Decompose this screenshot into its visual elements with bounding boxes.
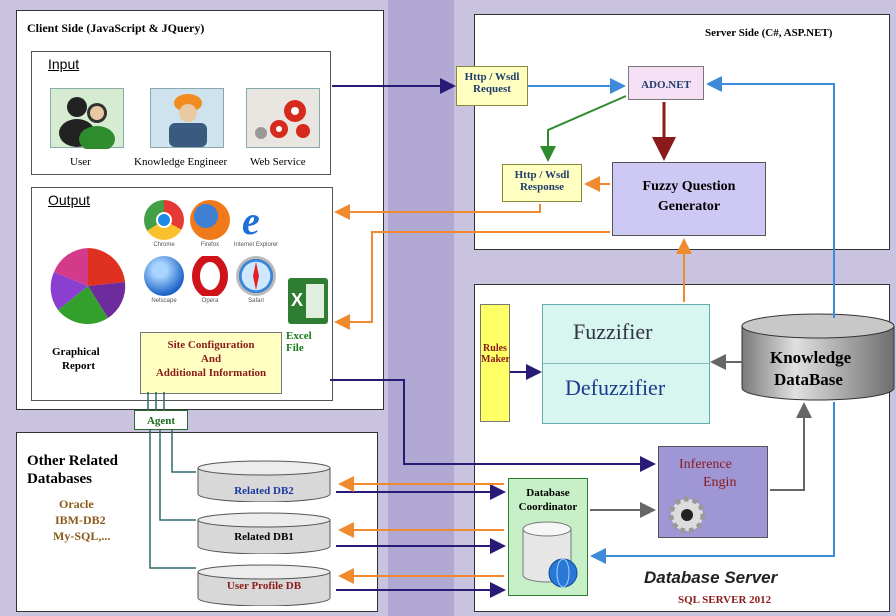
knowledge-engineer-icon — [150, 88, 224, 148]
http-request-line-1: Http / Wsdl — [464, 71, 520, 83]
arrow-response-to-output — [334, 204, 541, 220]
other-db-ibm: IBM-DB2 — [55, 513, 106, 527]
netscape-label: Netscape — [151, 298, 177, 304]
http-response-box: Http / Wsdl Response — [502, 164, 582, 202]
output-panel: Output Graphical Report Chrome Firefox e… — [31, 187, 333, 401]
chrome-label: Chrome — [153, 242, 175, 248]
agent-line-db2 — [171, 430, 196, 473]
fqg-line-1: Fuzzy Question — [642, 179, 736, 194]
kdb-line-2: DataBase — [774, 370, 843, 389]
pie-chart-icon — [50, 248, 126, 325]
arrow-kdb-to-coordinator — [590, 402, 835, 564]
http-request-box: Http / Wsdl Request — [456, 66, 528, 106]
input-user-label: User — [70, 156, 91, 168]
fuzzy-question-generator-box: Fuzzy Question Generator — [612, 162, 766, 236]
kdb-line-1: Knowledge — [770, 348, 852, 367]
gear-icon — [668, 496, 706, 534]
fuzzifier-label: Fuzzifier — [573, 319, 653, 344]
adonet-box: ADO.NET — [628, 66, 704, 100]
opera-icon — [190, 254, 230, 298]
fuzzifier-divider — [543, 363, 709, 364]
safari-icon — [236, 256, 276, 296]
site-config-line-2: And — [200, 353, 222, 365]
graphical-report-label-1: Graphical — [52, 346, 100, 358]
client-side-panel: Client Side (JavaScript & JQuery) Input … — [16, 10, 384, 410]
defuzzifier-label: Defuzzifier — [565, 375, 666, 400]
agent-line-db1 — [159, 430, 196, 521]
related-db1-cylinder — [197, 512, 331, 554]
input-panel: Input User Knowledge Engineer We — [31, 51, 331, 175]
other-databases-title-2: Databases — [27, 471, 93, 487]
related-db2-label: Related DB2 — [234, 485, 294, 497]
web-service-icon — [246, 88, 320, 148]
user-icon — [50, 88, 124, 152]
graphical-report-label-2: Report — [62, 360, 95, 372]
fuzzifier-box: Fuzzifier Defuzzifier — [542, 304, 710, 424]
engineer-glyph — [169, 94, 207, 147]
excel-file-label: Excel File — [286, 330, 312, 354]
http-response-line-1: Http / Wsdl — [514, 169, 570, 181]
http-response-line-2: Response — [519, 181, 564, 193]
rules-maker-line-2: Maker — [481, 354, 510, 365]
knowledge-database-cylinder — [741, 313, 895, 401]
server-side-title: Server Side (C#, ASP.NET) — [705, 27, 833, 39]
agent-line-userdb — [149, 430, 196, 569]
coordinator-line-2: Coordinator — [518, 501, 578, 513]
fqg-line-2: Generator — [657, 199, 721, 214]
http-request-line-2: Request — [473, 83, 511, 95]
input-web-service-label: Web Service — [250, 156, 306, 168]
db-globe-icon — [522, 521, 578, 588]
database-server-subtitle: SQL SERVER 2012 — [678, 594, 772, 606]
site-config-line-3: Additional Information — [155, 367, 267, 379]
svg-text:e: e — [242, 200, 260, 240]
other-databases-title-1: Other Related — [27, 453, 118, 469]
inference-engine-box: Inference Engin — [658, 446, 768, 538]
arrow-inference-to-kdb — [770, 402, 812, 491]
related-db2-cylinder — [197, 460, 331, 502]
output-title: Output — [48, 192, 91, 208]
ie-icon: e — [236, 198, 276, 243]
background-band-middle — [388, 0, 454, 616]
agent-box: Agent — [134, 410, 188, 430]
site-configuration-box: Site Configuration And Additional Inform… — [140, 332, 282, 394]
agent-label: Agent — [146, 415, 176, 427]
agent-line-top — [147, 392, 165, 410]
netscape-icon — [144, 256, 184, 296]
other-db-oracle: Oracle — [59, 497, 94, 511]
other-db-mysql: My-SQL,... — [53, 529, 111, 543]
rules-maker-line-1: Rules — [483, 343, 507, 354]
site-config-line-1: Site Configuration — [167, 339, 255, 351]
database-coordinator-box: Database Coordinator — [508, 478, 588, 596]
inference-line-1: Inference — [679, 457, 732, 472]
database-server-title: Database Server — [644, 568, 778, 587]
safari-label: Safari — [248, 298, 264, 304]
coordinator-line-1: Database — [526, 487, 570, 499]
client-side-title: Client Side (JavaScript & JQuery) — [27, 21, 205, 35]
opera-label: Opera — [201, 298, 219, 304]
rules-maker-box: Rules Maker — [480, 304, 510, 422]
firefox-icon — [190, 200, 230, 240]
chrome-icon — [144, 200, 184, 240]
related-db1-label: Related DB1 — [234, 531, 294, 543]
adonet-label: ADO.NET — [641, 79, 691, 91]
excel-icon: X — [288, 278, 328, 324]
arrow-siteconfig-to-inference — [330, 379, 656, 472]
ie-label: Internet Explorer — [233, 242, 279, 248]
arrow-adonet-to-response — [540, 95, 627, 162]
user-profile-db-cylinder — [197, 564, 331, 606]
gears-glyph — [255, 100, 310, 139]
input-engineer-label: Knowledge Engineer — [134, 156, 228, 168]
firefox-label: Firefox — [200, 242, 220, 248]
arrow-fqg-to-excel — [334, 231, 610, 330]
users-glyph — [59, 97, 115, 152]
arrow-kdb-to-adonet — [706, 76, 835, 318]
user-profile-db-label: User Profile DB — [226, 580, 302, 592]
inference-line-2: Engin — [703, 475, 737, 490]
input-title: Input — [48, 56, 80, 72]
